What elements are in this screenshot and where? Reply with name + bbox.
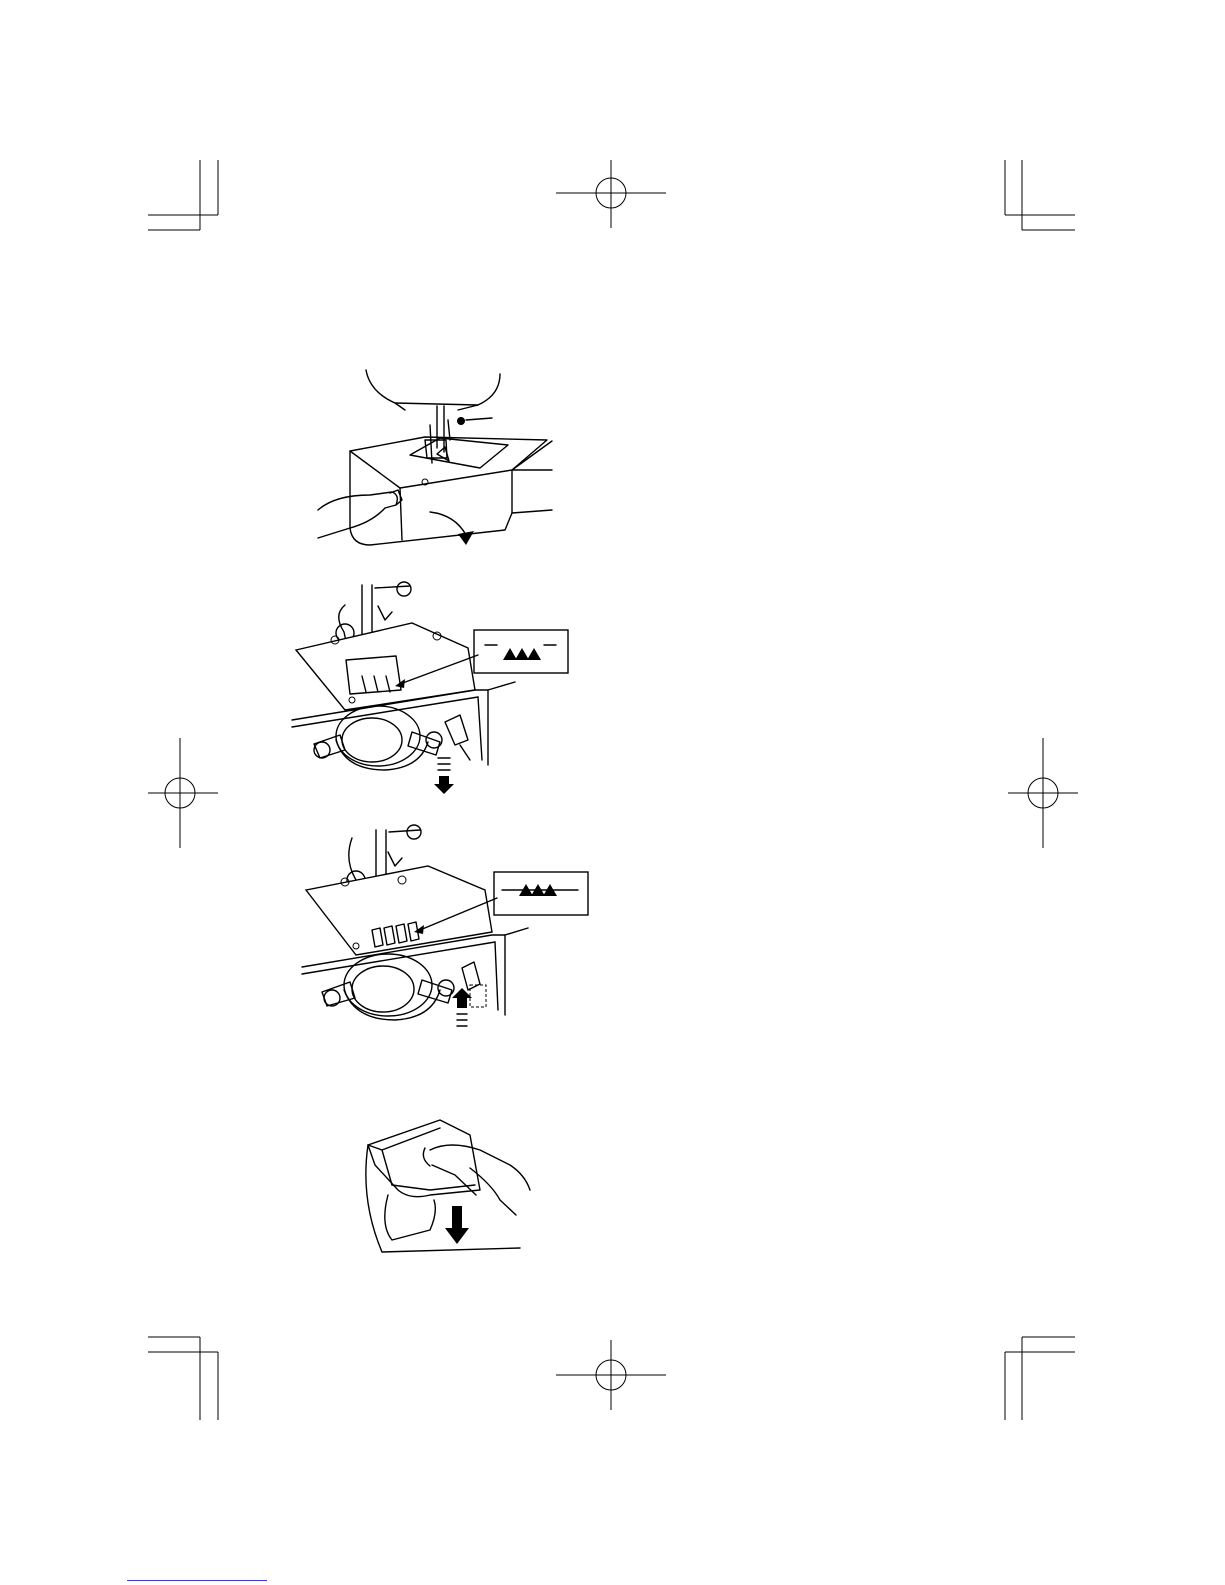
footer-rule [127,1580,267,1581]
